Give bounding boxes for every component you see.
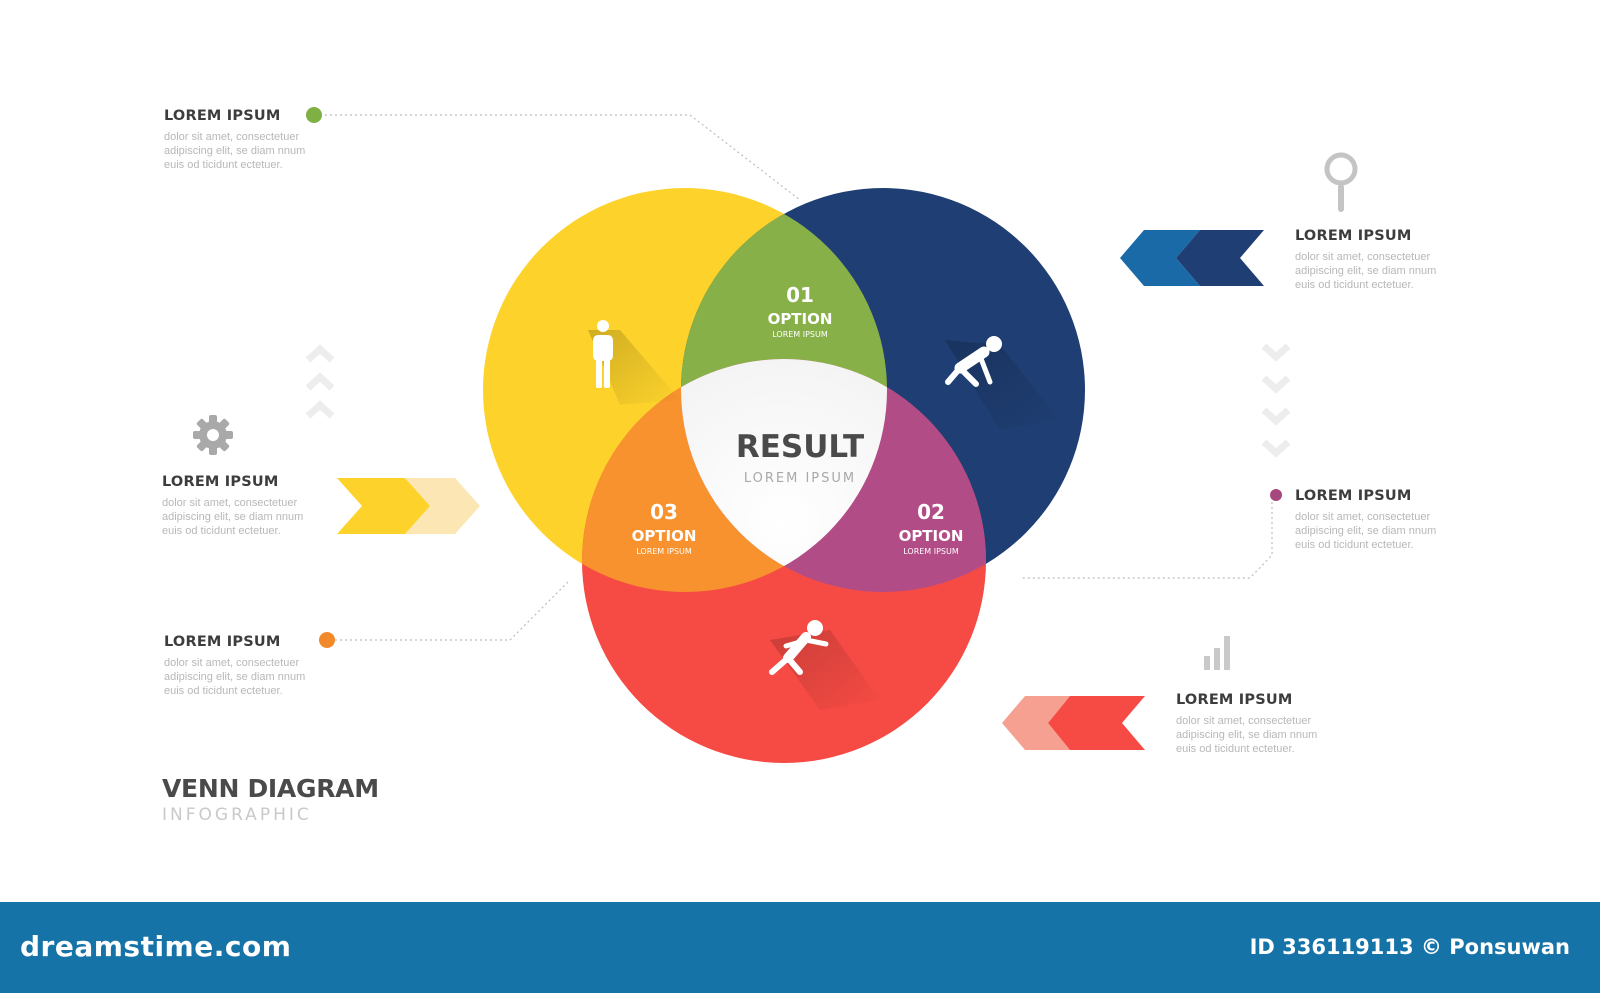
gear-icon: [193, 415, 233, 455]
footer-id-credit: ID 336119113 © Ponsuwan: [1249, 935, 1570, 959]
label-body: dolor sit amet, consectetuer adipiscing …: [1295, 251, 1437, 291]
bar-chart-icon: [1204, 636, 1230, 670]
option-02-sub: LOREM IPSUM: [903, 547, 959, 556]
magenta-dot: [1270, 489, 1282, 501]
connector-bottom-left: [330, 579, 571, 641]
option-01-number: 01: [786, 283, 814, 307]
connector-top-left: [320, 114, 801, 201]
result-title: RESULT: [736, 429, 864, 465]
infographic-title-block: VENN DIAGRAM INFOGRAPHIC: [162, 774, 379, 825]
option-02-number: 02: [917, 500, 945, 524]
label-body: dolor sit amet, consectetuer adipiscing …: [1176, 715, 1318, 755]
option-02-label: OPTION: [899, 527, 964, 545]
label-body: dolor sit amet, consectetuer adipiscing …: [162, 497, 304, 537]
infographic-canvas: RESULT LOREM IPSUM 01 OPTION LOREM IPSUM…: [162, 107, 1495, 825]
main-title: VENN DIAGRAM: [162, 774, 379, 803]
up-chevrons-decoration: [305, 344, 335, 419]
footer-bar: dreamstime.com ID 336119113 © Ponsuwan: [0, 902, 1600, 993]
magnifier-icon: [1324, 152, 1358, 212]
option-01-label: OPTION: [768, 310, 833, 328]
running-person-icon: [769, 620, 829, 675]
option-01-sub: LOREM IPSUM: [772, 330, 828, 339]
footer-brand: dreamstime.com: [20, 930, 292, 963]
label-title: LOREM IPSUM: [162, 474, 279, 490]
label-body: dolor sit amet, consectetuer adipiscing …: [164, 657, 306, 697]
label-title: LOREM IPSUM: [164, 634, 281, 650]
label-mid-right: LOREM IPSUM dolor sit amet, consectetuer…: [1295, 488, 1495, 552]
label-title: LOREM IPSUM: [164, 108, 281, 124]
yellow-arrow-right: [337, 478, 480, 534]
label-bottom-right: LOREM IPSUM dolor sit amet, consectetuer…: [1176, 692, 1376, 756]
standing-person-icon: [593, 320, 613, 388]
red-arrow-left: [1002, 696, 1145, 750]
down-chevrons-decoration: [1261, 343, 1291, 458]
option-03-label: OPTION: [632, 527, 697, 545]
result-subtitle: LOREM IPSUM: [744, 471, 856, 486]
label-mid-left: LOREM IPSUM dolor sit amet, consectetuer…: [162, 474, 362, 538]
option-03-sub: LOREM IPSUM: [636, 547, 692, 556]
label-bottom-left: LOREM IPSUM dolor sit amet, consectetuer…: [164, 634, 364, 698]
sub-title: INFOGRAPHIC: [162, 805, 312, 825]
green-dot: [306, 107, 322, 123]
label-title: LOREM IPSUM: [1176, 692, 1293, 708]
connector-right: [1020, 497, 1273, 579]
label-title: LOREM IPSUM: [1295, 488, 1412, 504]
label-top-left: LOREM IPSUM dolor sit amet, consectetuer…: [164, 108, 364, 172]
connector-lines: [320, 114, 1273, 641]
blue-arrow-left: [1120, 230, 1264, 286]
label-title: LOREM IPSUM: [1295, 228, 1412, 244]
label-top-right: LOREM IPSUM dolor sit amet, consectetuer…: [1295, 228, 1495, 292]
option-03-number: 03: [650, 500, 678, 524]
crouching-person-icon: [945, 336, 1002, 387]
orange-dot: [319, 632, 335, 648]
label-body: dolor sit amet, consectetuer adipiscing …: [1295, 511, 1437, 551]
venn-diagram-svg: RESULT LOREM IPSUM 01 OPTION LOREM IPSUM…: [193, 107, 1358, 763]
label-body: dolor sit amet, consectetuer adipiscing …: [164, 131, 306, 171]
